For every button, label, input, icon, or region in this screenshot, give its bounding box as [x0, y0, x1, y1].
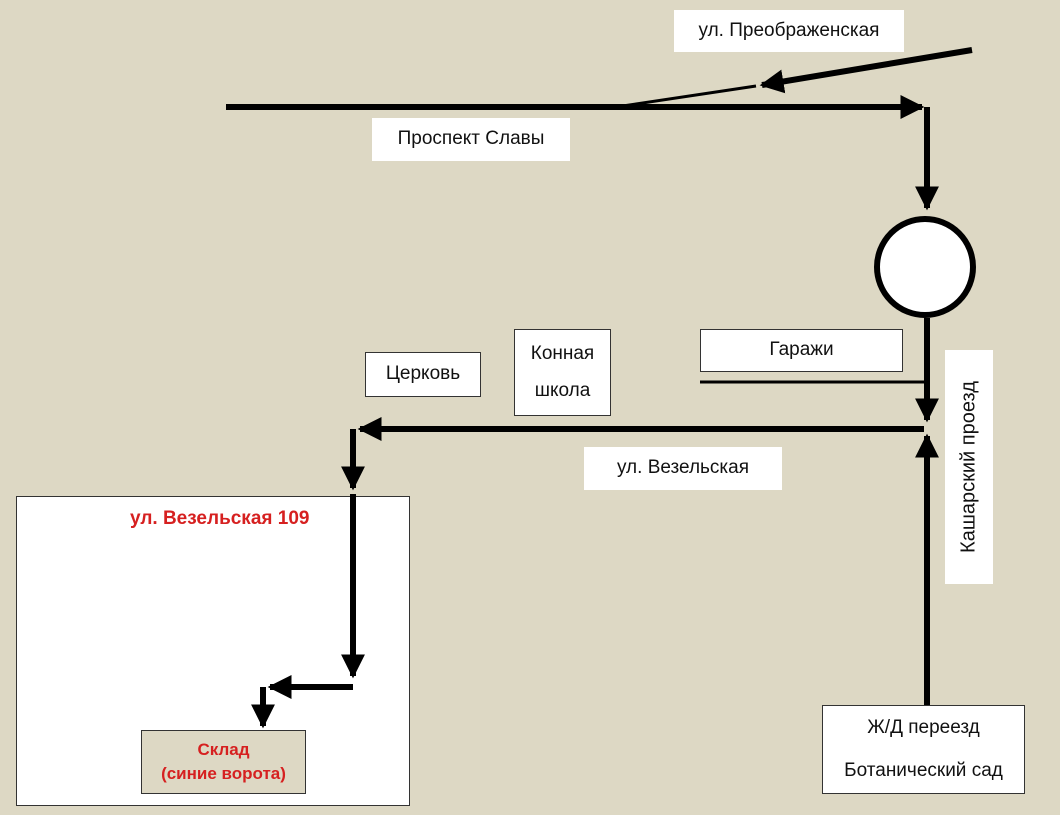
landmark-riding-school: Конная школа	[514, 329, 611, 416]
landmark-railway-crossing: Ж/Д переезд Ботанический сад	[822, 705, 1025, 794]
label-vezelskaya: ул. Везельская	[584, 447, 782, 490]
railway-line1: Ж/Д переезд	[867, 716, 980, 738]
railway-line2: Ботанический сад	[844, 759, 1003, 781]
label-kasharsky: Кашарский проезд	[945, 350, 993, 584]
label-prospekt-slavy: Проспект Славы	[372, 118, 570, 161]
riding-school-line1: Конная	[530, 342, 595, 364]
riding-school-line2: школа	[534, 379, 591, 401]
warehouse-line1: Склад	[197, 740, 250, 760]
landmark-garages: Гаражи	[700, 329, 903, 372]
roundabout	[874, 216, 976, 318]
road-preobrazhenskaya-merge	[615, 84, 757, 109]
road-preobrazhenskaya	[759, 47, 973, 94]
label-preobrazhenskaya: ул. Преображенская	[674, 10, 904, 52]
landmark-church: Церковь	[365, 352, 481, 397]
warehouse-line2: (синие ворота)	[161, 764, 286, 783]
destination-address: ул. Везельская 109	[130, 508, 310, 529]
warehouse: Склад (синие ворота)	[141, 730, 306, 794]
